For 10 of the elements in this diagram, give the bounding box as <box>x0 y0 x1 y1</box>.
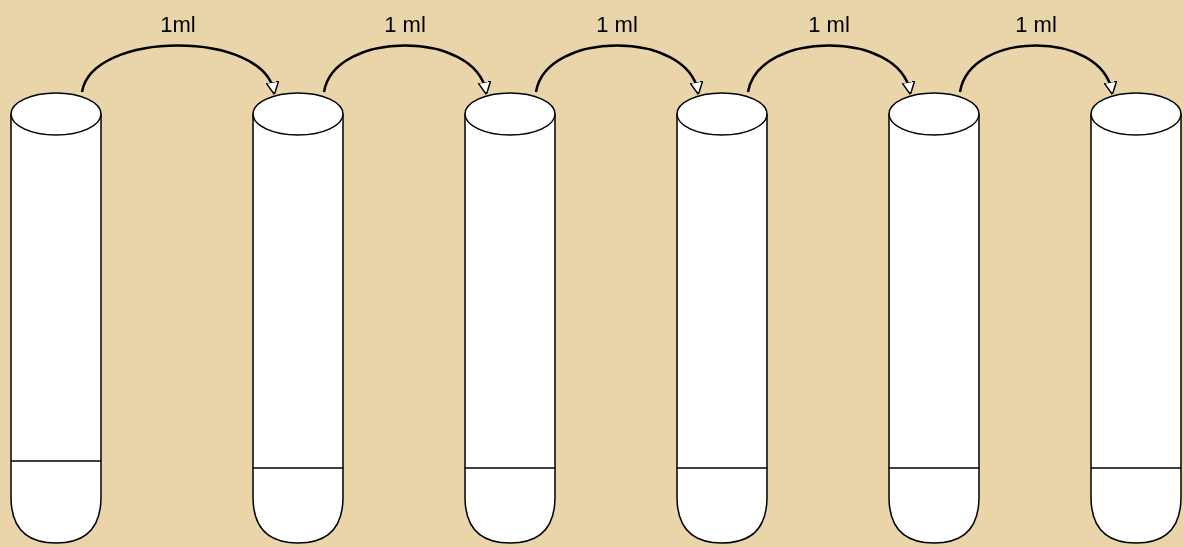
curved-arrow <box>322 44 490 96</box>
edge-label: 1 ml <box>596 12 638 38</box>
curved-arrow <box>746 44 914 96</box>
edge-label: 1 ml <box>384 12 426 38</box>
curved-arrow <box>80 44 277 96</box>
curved-arrow <box>534 44 702 96</box>
curved-arrow <box>958 44 1116 96</box>
edge-label: 1ml <box>160 12 196 38</box>
edge-label: 1 ml <box>808 12 850 38</box>
edge-label: 1 ml <box>1015 12 1057 38</box>
